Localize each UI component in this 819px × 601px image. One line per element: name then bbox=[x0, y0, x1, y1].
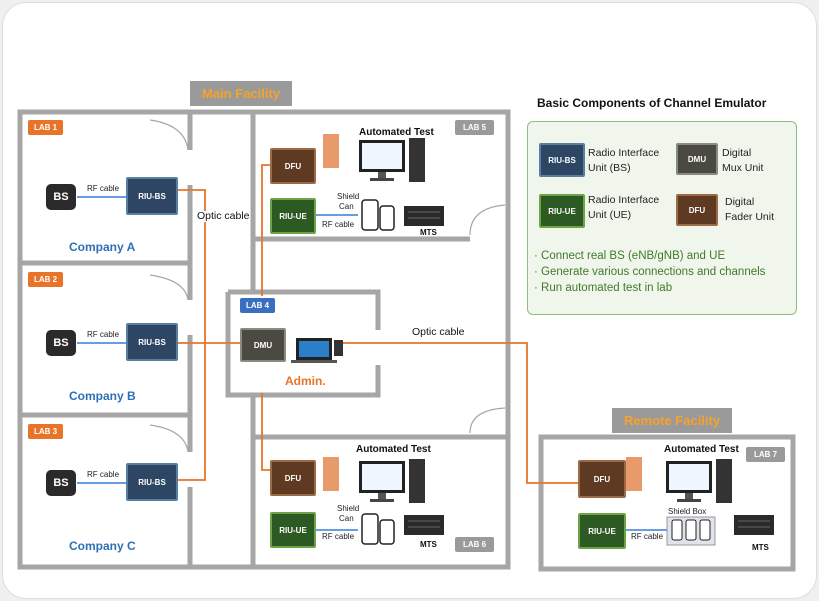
rf-cables bbox=[77, 196, 668, 531]
legend-dfu-line2: Fader Unit bbox=[725, 211, 775, 223]
legend-title: Basic Components of Channel Emulator bbox=[537, 96, 767, 110]
phone-icons-lab6 bbox=[361, 513, 395, 545]
legend-bullet-3-text: Run automated test in lab bbox=[541, 282, 673, 294]
mts-rack-lab5 bbox=[404, 206, 444, 226]
legend-bullet-2: · Generate various connections and chann… bbox=[534, 266, 766, 278]
mts-rack-lab6 bbox=[404, 515, 444, 535]
shield-label-lab5: Shield bbox=[337, 192, 360, 201]
shield-box-icon bbox=[666, 516, 716, 546]
legend-riu-ue-line2: Unit (UE) bbox=[588, 209, 632, 221]
legend-bullet-1-text: Connect real BS (eNB/gNB) and UE bbox=[541, 250, 726, 262]
rf-cable-label-lab5: RF cable bbox=[322, 220, 355, 229]
remote-facility-title: Remote Facility bbox=[612, 408, 733, 433]
dfu-device-lab6: DFU bbox=[270, 460, 316, 496]
main-facility-title: Main Facility bbox=[190, 81, 293, 106]
admin-label: Admin. bbox=[285, 374, 326, 388]
lab6-tag: LAB 6 bbox=[455, 537, 495, 552]
legend-riu-ue-line1: Radio Interface bbox=[588, 194, 660, 206]
legend-riu-bs-tag: RIU-BS bbox=[539, 143, 585, 177]
rf-cable-label-c: RF cable bbox=[87, 470, 120, 479]
dmu-device: DMU bbox=[240, 328, 286, 362]
riu-bs-device-b: RIU-BS bbox=[126, 323, 178, 361]
optic-cables bbox=[175, 164, 578, 484]
lab3-tag: LAB 3 bbox=[28, 424, 64, 439]
can-label-lab6: Can bbox=[339, 514, 354, 523]
computer-icon-lab5 bbox=[323, 134, 425, 182]
mts-label-lab6: MTS bbox=[420, 540, 437, 549]
rf-cable-label-lab7: RF cable bbox=[631, 532, 664, 541]
legend-bullet-1: · Connect real BS (eNB/gNB) and UE bbox=[534, 250, 726, 262]
company-b-label: Company B bbox=[69, 389, 136, 403]
legend-riu-bs-line1: Radio Interface bbox=[588, 147, 660, 159]
rf-cable-label-lab6: RF cable bbox=[322, 532, 355, 541]
bs-device-c: BS bbox=[46, 470, 76, 496]
phone-icons-lab5 bbox=[361, 199, 395, 231]
mts-label-lab5: MTS bbox=[420, 228, 437, 237]
optic-cable-label-admin: Optic cable bbox=[412, 326, 465, 338]
legend-dmu-line1: Digital bbox=[722, 147, 752, 159]
legend-riu-bs-line2: Unit (BS) bbox=[588, 162, 631, 174]
dfu-device-lab7: DFU bbox=[578, 460, 626, 498]
riu-bs-device-a: RIU-BS bbox=[126, 177, 178, 215]
legend-dmu-line2: Mux Unit bbox=[722, 162, 764, 174]
lab5-tag: LAB 5 bbox=[455, 120, 495, 135]
bs-device-b: BS bbox=[46, 330, 76, 356]
lab2-tag: LAB 2 bbox=[28, 272, 64, 287]
riu-bs-device-c: RIU-BS bbox=[126, 463, 178, 501]
legend-dfu-tag: DFU bbox=[676, 194, 718, 226]
lab4-tag: LAB 4 bbox=[240, 298, 276, 313]
shield-box-label: Shield Box bbox=[668, 507, 707, 516]
legend-bullet-3: · Run automated test in lab bbox=[534, 282, 673, 294]
legend-riu-ue-tag: RIU-UE bbox=[539, 194, 585, 228]
automated-test-label-lab6: Automated Test bbox=[356, 444, 431, 455]
riu-ue-device-lab5: RIU-UE bbox=[270, 198, 316, 234]
door-arcs bbox=[149, 119, 506, 453]
riu-ue-device-lab6: RIU-UE bbox=[270, 512, 316, 548]
legend-dmu-tag: DMU bbox=[676, 143, 718, 175]
optic-cable-label-left: Optic cable bbox=[197, 210, 250, 222]
lab7-tag: LAB 7 bbox=[746, 447, 786, 462]
legend-dfu-line1: Digital bbox=[725, 196, 755, 208]
riu-ue-device-lab7: RIU-UE bbox=[578, 513, 626, 549]
computer-icon-lab7 bbox=[626, 457, 732, 503]
legend-bullet-2-text: Generate various connections and channel… bbox=[541, 266, 766, 278]
computer-icon-lab6 bbox=[323, 457, 425, 503]
walls bbox=[17, 109, 796, 572]
automated-test-label-lab7: Automated Test bbox=[664, 444, 739, 455]
rf-cable-label-a: RF cable bbox=[87, 184, 120, 193]
mts-rack-lab7 bbox=[734, 515, 774, 535]
bs-device-a: BS bbox=[46, 184, 76, 210]
laptop-icon bbox=[291, 338, 343, 363]
rf-cable-label-b: RF cable bbox=[87, 330, 120, 339]
lab1-tag: LAB 1 bbox=[28, 120, 64, 135]
automated-test-label-lab5: Automated Test bbox=[359, 127, 434, 138]
company-a-label: Company A bbox=[69, 240, 136, 254]
can-label-lab5: Can bbox=[339, 202, 354, 211]
shield-label-lab6: Shield bbox=[337, 504, 360, 513]
dfu-device-lab5: DFU bbox=[270, 148, 316, 184]
company-c-label: Company C bbox=[69, 539, 136, 553]
mts-label-lab7: MTS bbox=[752, 543, 769, 552]
